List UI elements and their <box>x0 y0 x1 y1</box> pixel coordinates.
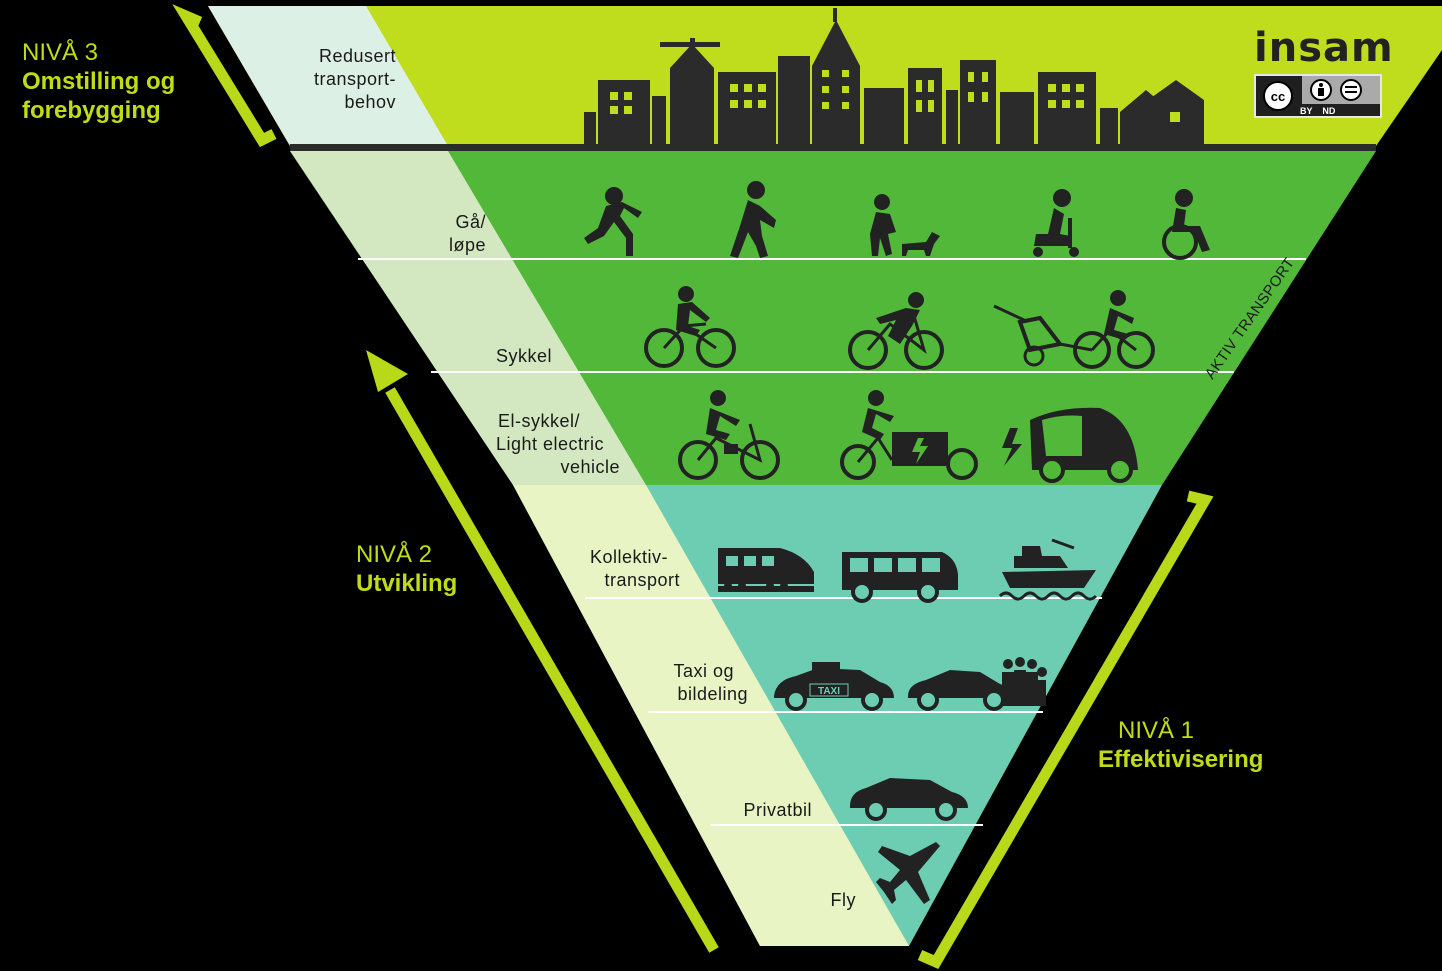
level2-subtitle: Utvikling <box>356 570 458 597</box>
cargo-e-bike-icon <box>840 390 978 480</box>
cc-license-icons: cc <box>1263 76 1380 111</box>
insam-logo: insam <box>1254 25 1394 71</box>
taxi-icon: TAXI <box>774 662 894 711</box>
level3-label-panel <box>208 6 448 146</box>
private-car-icon <box>850 778 968 821</box>
row-dividers <box>358 258 1306 826</box>
level1-title: NIVÅ 1 <box>1118 717 1195 744</box>
level3-bracket <box>172 4 277 148</box>
level3-label: NIVÅ 3 Omstilling og forebygging <box>22 38 222 125</box>
nd-icon <box>1340 79 1362 101</box>
level2-title: NIVÅ 2 <box>356 541 433 568</box>
cc-license-badge: cc <box>1254 74 1382 118</box>
row-label-walk-run: Gå/løpe <box>448 212 486 255</box>
runner-icon <box>584 187 642 256</box>
road-bicycle-icon <box>848 292 944 370</box>
airplane-icon <box>876 842 940 904</box>
level3-title: NIVÅ 3 <box>22 39 99 66</box>
wheelchair-icon <box>1162 189 1210 260</box>
bus-icon <box>842 552 958 603</box>
train-icon <box>718 548 814 592</box>
skyline-base-line <box>290 144 1376 151</box>
level1-bracket <box>917 490 1214 970</box>
level1-label: NIVÅ 1 Effektivisering <box>1098 716 1318 774</box>
ferry-icon <box>998 538 1098 601</box>
level1-subtitle: Effektivisering <box>1098 746 1264 773</box>
row-label-private-car: Privatbil <box>743 800 812 820</box>
level3-subtitle: Omstilling og forebygging <box>22 68 176 124</box>
level2-arrow <box>366 350 719 953</box>
city-bicycle-icon <box>644 286 736 368</box>
svg-text:cc: cc <box>1271 89 1285 104</box>
mobility-scooter-icon <box>1033 189 1079 257</box>
cc-license-subtitle: BY ND <box>1300 106 1336 116</box>
taxi-sign: TAXI <box>818 686 840 697</box>
row-label-bicycle: Sykkel <box>495 346 552 366</box>
car-sharing-icon <box>908 657 1047 711</box>
light-electric-vehicle-icon <box>1002 407 1138 483</box>
active-label-panel <box>290 151 646 485</box>
cc-icon <box>1263 81 1293 111</box>
walker-icon <box>730 181 776 258</box>
row-label-plane: Fly <box>830 890 856 910</box>
skyline-windows <box>610 70 1180 122</box>
dog-walker-icon <box>870 194 940 256</box>
efficiency-label-panel <box>513 485 909 946</box>
level2-label: NIVÅ 2 Utvikling <box>356 540 496 598</box>
row-label-public-transport: Kollektiv-transport <box>589 547 680 590</box>
e-bike-icon <box>678 390 780 480</box>
bike-trailer-icon <box>993 290 1155 369</box>
